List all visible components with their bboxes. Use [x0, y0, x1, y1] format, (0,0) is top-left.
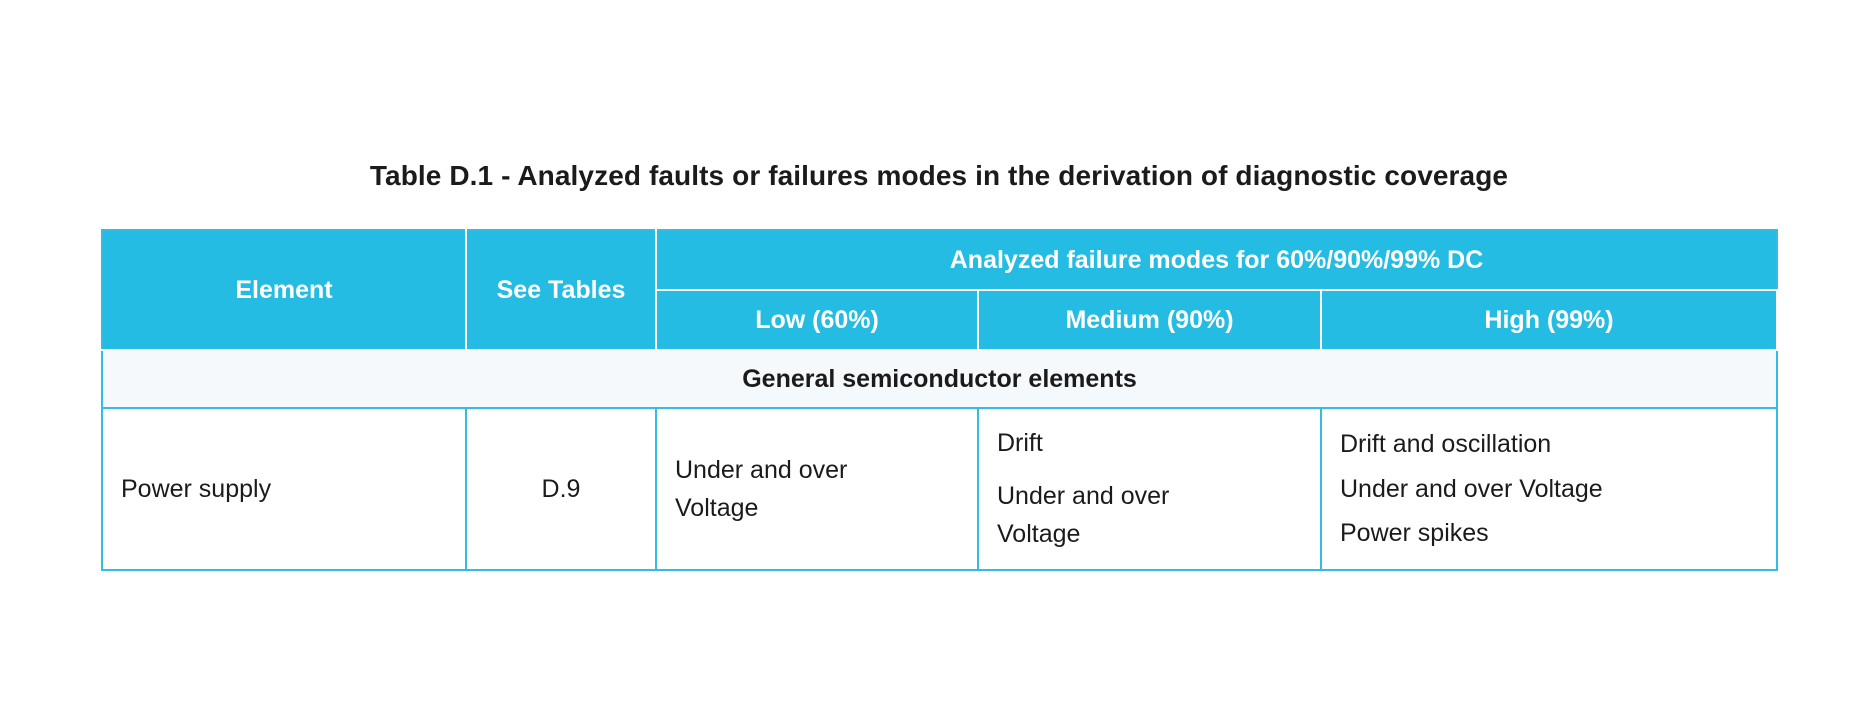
see-tables-line-1: See	[496, 275, 542, 304]
high-line-2: Under and over Voltage	[1340, 474, 1603, 503]
cell-high-failure-modes: Drift and oscillation Under and over Vol…	[1319, 407, 1779, 571]
fault-modes-table: Element See Tables Analyzed failure mode…	[100, 229, 1779, 571]
column-header-high: High (99%)	[1319, 289, 1779, 351]
medium-line-2: Under and over	[997, 481, 1170, 510]
cell-element: Power supply	[101, 407, 467, 571]
see-tables-line-2: Tables	[548, 275, 626, 304]
high-line-1: Drift and oscillation	[1340, 430, 1552, 459]
page-title: Table D.1 - Analyzed faults or failures …	[369, 160, 1509, 191]
cell-medium-failure-modes: Drift Under and over Voltage	[977, 407, 1322, 571]
table-header-row-sub: Low (60%) Medium (90%) High (99%)	[102, 289, 1779, 351]
column-header-element: Element	[101, 229, 467, 351]
low-line-2: Voltage	[675, 494, 759, 522]
medium-line-1: Drift	[997, 429, 1043, 458]
table-header-row-top: Element See Tables Analyzed failure mode…	[101, 229, 1779, 351]
high-line-3: Power spikes	[1340, 519, 1489, 548]
cell-low-failure-modes: Under and over Voltage	[655, 407, 979, 571]
high-lines: Drift and oscillation Under and over Vol…	[1340, 428, 1776, 550]
medium-lines: Drift Under and over Voltage	[997, 427, 1320, 551]
section-band-label: General semiconductor elements	[100, 349, 1779, 409]
table-row: Power supply D.9 Under and over Voltage …	[101, 407, 1779, 571]
low-line-1: Under and over	[675, 455, 848, 484]
medium-line-3: Voltage	[997, 520, 1081, 549]
column-header-group-analyzed-failure-modes: Analyzed failure modes for 60%/90%/99% D…	[654, 229, 1779, 291]
column-header-see-tables: See Tables	[465, 229, 657, 351]
see-tables-lines: See Tables	[497, 276, 626, 304]
column-header-medium: Medium (90%)	[977, 289, 1322, 351]
section-band-row: General semiconductor elements	[100, 349, 1779, 409]
cell-see-tables: D.9	[465, 407, 657, 571]
column-header-low: Low (60%)	[655, 289, 979, 351]
low-lines: Under and over Voltage	[675, 454, 977, 525]
